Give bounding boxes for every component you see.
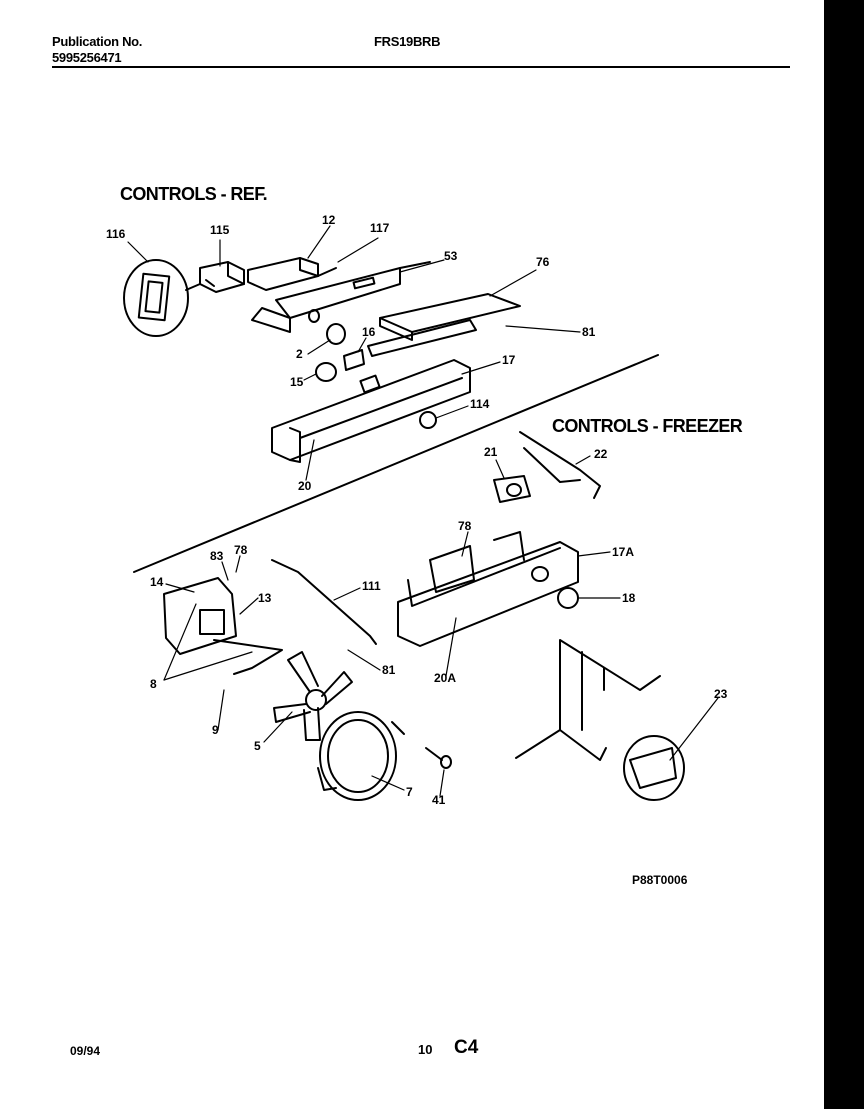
callout-13: 13 [258,591,272,605]
screw [425,747,443,761]
scan-edge [824,0,864,1109]
freezer-control-panel [397,531,579,647]
callout-116: 116 [106,227,126,241]
callout-18: 18 [622,591,636,605]
diagram-code: P88T0006 [632,873,688,887]
footer-page-number: 10 [418,1042,433,1057]
callout-81-fan: 81 [382,663,396,677]
callout-17A: 17A [612,545,634,559]
callout-21: 21 [484,445,498,459]
fan-wiring [271,559,377,645]
callout-15: 15 [290,375,304,389]
publication-number: 5995256471 [52,50,122,65]
footer-date: 09/94 [70,1044,101,1058]
callout-2: 2 [296,347,303,361]
callout-83: 83 [210,549,224,563]
callout-7: 7 [406,785,413,799]
screw [317,267,337,277]
fan-blade [273,651,353,741]
callout-76: 76 [536,255,550,269]
callout-20A: 20A [434,671,456,685]
callout-111: 111 [362,579,381,593]
publication-label: Publication No. [52,34,143,49]
callout-22: 22 [594,447,608,461]
callout-8: 8 [150,677,157,691]
header-rule [52,66,790,68]
ref-controls-title: CONTROLS - REF. [120,184,268,204]
freezer-knob [557,587,579,609]
callout-9: 9 [212,723,219,737]
control-bracket [251,261,431,333]
light-switch-gasket-detail [123,259,201,337]
callout-17: 17 [502,353,516,367]
callout-23: 23 [714,687,728,701]
callout-20: 20 [298,479,312,493]
sensor-tube [519,431,601,499]
light-bulb [315,362,337,382]
footer-page-code: C4 [454,1037,479,1058]
model-number: FRS19BRB [374,34,441,49]
control-knob [326,323,346,345]
screw-head [440,755,452,769]
callout-14: 14 [150,575,164,589]
callout-117: 117 [370,221,390,235]
callout-78-fan: 78 [234,543,248,557]
callout-12: 12 [322,213,336,227]
callout-5: 5 [254,739,261,753]
freezer-corner-detail [515,639,685,801]
light-switch [199,261,245,293]
lamp-socket [343,349,365,371]
callout-leaders [127,225,719,797]
callout-115: 115 [210,223,230,237]
freezer-thermostat [493,447,581,503]
callout-81-ref: 81 [582,325,596,339]
control-cover [367,293,521,357]
fan-shroud-ring [317,711,405,801]
control-panel [271,359,471,463]
fan-bracket [163,577,283,675]
freezer-controls-title: CONTROLS - FREEZER [552,416,743,436]
thermostat-knob [419,411,437,429]
callout-53: 53 [444,249,458,263]
callout-41: 41 [432,793,446,807]
section-divider-line [133,354,659,573]
callout-114: 114 [470,397,490,411]
callout-78-freezer: 78 [458,519,472,533]
callout-16: 16 [362,325,376,339]
control-housing [247,257,319,291]
